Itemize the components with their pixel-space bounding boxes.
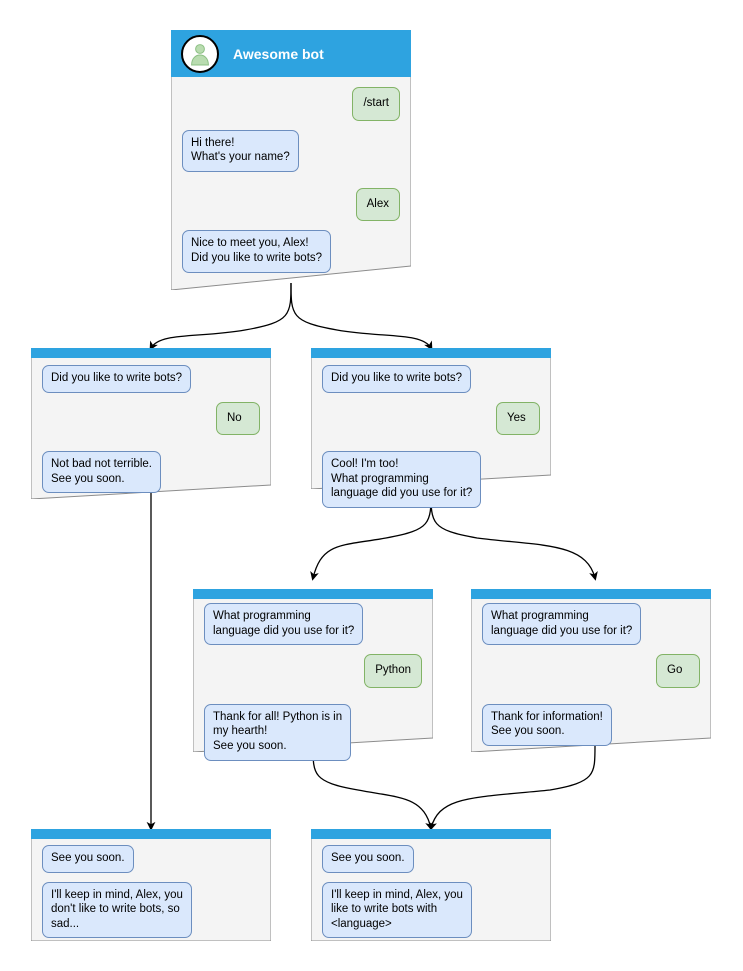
spacer [182,172,400,188]
message-user: Alex [355,187,400,222]
person-avatar-icon [181,34,219,73]
message-user: No [216,401,260,436]
message-bot: See you soon. [322,845,414,873]
node-python-branch[interactable]: What programming language did you use fo… [193,589,433,761]
spacer [322,435,540,451]
message-bot: Hi there! What's your name? [182,129,299,172]
node-band [31,348,271,358]
spacer [182,221,400,230]
chat-yes-branch: Did you like to write bots? Yes Cool! I'… [311,358,551,508]
node-end-no-content: See you soon. I'll keep in mind, Alex, y… [31,829,271,939]
node-band [311,348,551,358]
message-bot: I'll keep in mind, Alex, you don't like … [42,881,192,939]
message-bot: Did you like to write bots? [42,365,192,393]
node-no-branch-content: Did you like to write bots? No Not bad n… [31,348,271,494]
spacer [42,873,260,882]
spacer [182,121,400,130]
edge-root-to-no [149,282,292,351]
chat-end-yes: See you soon. I'll keep in mind, Alex, y… [311,839,551,939]
message-bot: What programming language did you use fo… [204,603,364,646]
node-yes-branch[interactable]: Did you like to write bots? Yes Cool! I'… [311,348,551,508]
message-bot: Thank for information! See you soon. [482,703,612,746]
spacer [482,688,700,704]
message-bot: Nice to meet you, Alex! Did you like to … [182,230,332,273]
node-end-yes-content: See you soon. I'll keep in mind, Alex, y… [311,829,551,939]
message-user: Yes [496,401,540,436]
node-no-branch[interactable]: Did you like to write bots? No Not bad n… [31,348,271,499]
node-band [31,829,271,839]
chat-root: /start Hi there! What's your name? Alex … [171,77,411,273]
message-bot: Not bad not terrible. See you soon. [42,451,162,494]
chat-no-branch: Did you like to write bots? No Not bad n… [31,358,271,494]
message-bot: What programming language did you use fo… [482,603,642,646]
node-root-content: Awesome bot /start Hi there! What's your… [171,30,411,273]
spacer [482,645,700,654]
node-yes-branch-content: Did you like to write bots? Yes Cool! I'… [311,348,551,508]
message-bot: Thank for all! Python is in my hearth! S… [204,703,352,761]
node-go-branch-content: What programming language did you use fo… [471,589,711,746]
bot-header: Awesome bot [171,30,411,77]
node-go-branch[interactable]: What programming language did you use fo… [471,589,711,752]
bot-title: Awesome bot [233,45,324,62]
chat-go-branch: What programming language did you use fo… [471,599,711,746]
message-user: Go [656,654,700,688]
message-bot: Did you like to write bots? [322,365,472,393]
message-bot: Cool! I'm too! What programming language… [322,451,482,508]
node-band [311,829,551,839]
node-end-yes[interactable]: See you soon. I'll keep in mind, Alex, y… [311,829,551,941]
node-python-branch-content: What programming language did you use fo… [193,589,433,761]
message-user: /start [352,87,400,121]
spacer [322,393,540,402]
message-user: Python [364,654,422,688]
spacer [42,435,260,451]
chat-end-no: See you soon. I'll keep in mind, Alex, y… [31,839,271,939]
node-band [471,589,711,599]
spacer [204,688,422,704]
spacer [204,645,422,654]
message-bot: I'll keep in mind, Alex, you like to wri… [322,881,472,939]
spacer [42,393,260,402]
node-end-no[interactable]: See you soon. I'll keep in mind, Alex, y… [31,829,271,941]
spacer [322,873,540,882]
chat-python-branch: What programming language did you use fo… [193,599,433,761]
message-bot: See you soon. [42,845,134,873]
edge-go-to-end-yes [428,745,596,831]
node-band [193,589,433,599]
edge-root-to-yes [290,282,433,351]
node-root[interactable]: Awesome bot /start Hi there! What's your… [171,30,411,290]
